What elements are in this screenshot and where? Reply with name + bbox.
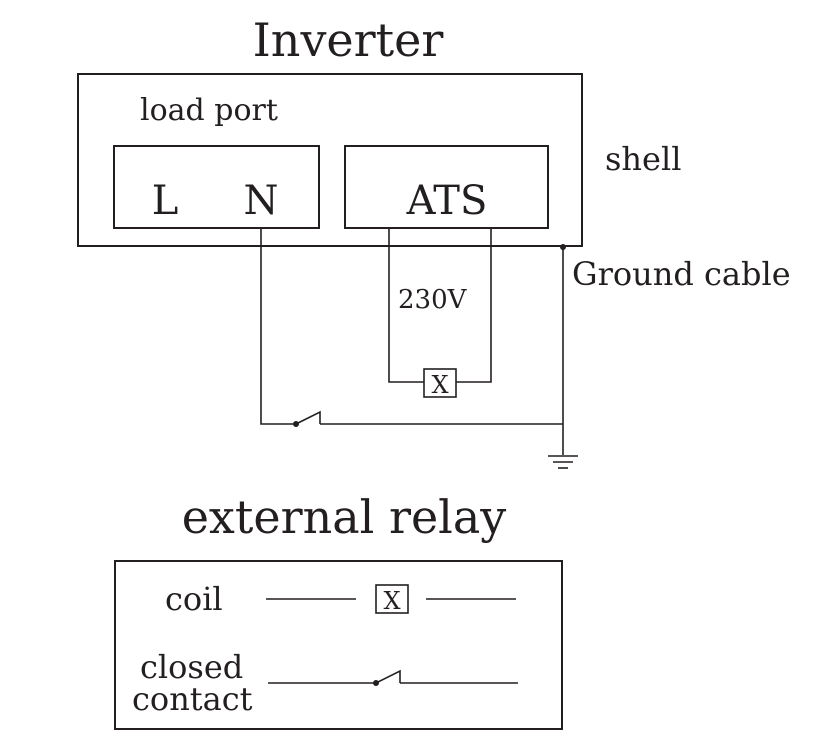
legend-contact-label: contact (132, 680, 253, 718)
legend-coil-icon: X (375, 584, 409, 615)
shell-label: shell (605, 140, 681, 178)
legend-closed-contact-icon (268, 669, 518, 686)
inverter-shell-box (77, 73, 583, 247)
ats-coil-wire-left (388, 228, 424, 383)
legend-title: external relay (182, 490, 507, 544)
relay-coil-symbol: X (431, 371, 448, 399)
ats-coil-wire-right (456, 228, 492, 383)
ats-label: ATS (406, 178, 488, 224)
legend-coil-label: coil (165, 580, 223, 618)
terminal-l-label: L (152, 178, 179, 224)
load-port-label: load port (140, 93, 278, 128)
legend-closed-label: closed (140, 648, 243, 686)
ground-cable-label: Ground cable (572, 255, 791, 293)
inverter-title: Inverter (253, 13, 444, 67)
closed-contact-icon (293, 410, 321, 427)
neutral-wire (260, 228, 296, 425)
relay-coil-icon: X (423, 368, 457, 399)
earth-ground-icon (548, 455, 578, 469)
legend-coil-symbol: X (383, 587, 400, 615)
load-port-box (113, 145, 320, 229)
terminal-n-label: N (244, 178, 279, 224)
legend-box (114, 560, 563, 730)
ats-box (344, 145, 549, 229)
voltage-label: 230V (398, 285, 468, 315)
